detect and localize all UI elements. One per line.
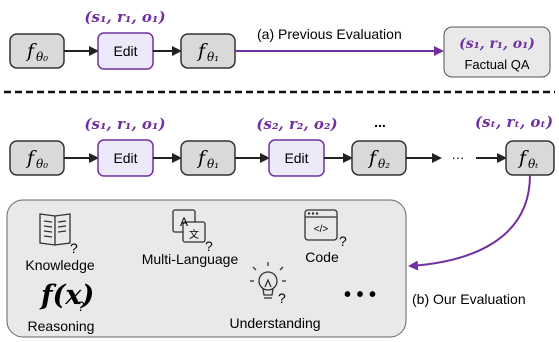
capability-knowledge: Knowledge <box>25 257 94 273</box>
model-box-theta1: f θ₁ <box>180 140 236 176</box>
model-theta2-sub: θ₂ <box>378 157 390 171</box>
capability-panel: ? Knowledge A 文 ? Multi-Language </> ? C… <box>6 199 407 338</box>
model-box-theta0: f θ₀ <box>9 140 65 176</box>
question-mark: ? <box>278 290 286 306</box>
f-symbol: f <box>367 147 379 169</box>
model-theta1-sub: θ₁ <box>207 157 219 171</box>
edit-label-top: Edit <box>113 43 137 59</box>
capability-understanding: Understanding <box>229 315 320 331</box>
f-symbol: f <box>517 147 529 169</box>
previous-eval-caption: (a) Previous Evaluation <box>257 26 402 42</box>
more-ellipsis: • • • <box>344 284 376 306</box>
model-theta0-sub: θ₀ <box>36 157 48 171</box>
edit-triple-top: (s₁, r₁, o₁) <box>84 8 165 26</box>
edit-triple-t: (sₜ, rₜ, oₜ) <box>475 113 553 131</box>
model-box-theta0-top: f θ₀ <box>9 33 65 69</box>
model-box-theta2: f θ₂ <box>351 140 407 176</box>
our-eval-arrow <box>408 174 531 271</box>
translate-glyph: 文 <box>189 228 199 241</box>
translate-icon: A 文 <box>172 209 206 243</box>
edit-label-1: Edit <box>113 150 137 166</box>
top-row: f θ₀ Edit (s₁, r₁, o₁) f θ₁ (a) Previous… <box>9 8 551 78</box>
edit-box-1: Edit <box>97 139 154 177</box>
question-mark: ? <box>339 233 347 249</box>
edit-box-2: Edit <box>268 139 325 177</box>
f-symbol: f <box>196 147 208 169</box>
f-symbol: f <box>196 40 208 62</box>
factual-qa-triple: (s₁, r₁, o₁) <box>459 36 535 52</box>
book-icon <box>39 213 71 246</box>
f-symbol: f <box>25 40 37 62</box>
capability-code: Code <box>305 249 339 265</box>
lightbulb-icon <box>250 262 286 299</box>
model-theta0-top-sub: θ₀ <box>36 50 48 64</box>
code-brackets: </> <box>314 224 329 235</box>
model-theta1-top-sub: θ₁ <box>207 50 219 64</box>
capability-reasoning: Reasoning <box>28 318 95 334</box>
edit-box-top: Edit <box>97 32 154 70</box>
f-symbol: f <box>25 147 37 169</box>
model-box-theta-t: f θₜ <box>505 140 555 176</box>
question-mark: ? <box>77 298 85 314</box>
model-theta-t-sub: θₜ <box>528 157 538 171</box>
factual-qa-box: (s₁, r₁, o₁) Factual QA <box>443 26 551 78</box>
function-icon: f(x) <box>39 280 94 311</box>
edit-triple-1: (s₁, r₁, o₁) <box>84 115 165 133</box>
edit-label-2: Edit <box>284 150 308 166</box>
code-window-icon: </> <box>304 209 338 241</box>
translate-letter: A <box>180 215 188 229</box>
capability-multi-language: Multi-Language <box>142 251 239 267</box>
edit-triple-2: (s₂, r₂, o₂) <box>256 115 337 133</box>
ellipsis-top: ... <box>374 114 386 130</box>
bottom-row: f θ₀ Edit (s₁, r₁, o₁) f θ₁ Edit (s₂, r₂… <box>9 113 555 307</box>
model-box-theta1-top: f θ₁ <box>180 33 236 69</box>
question-mark: ? <box>70 240 78 256</box>
ellipsis-mid: ··· <box>452 150 465 165</box>
our-eval-caption: (b) Our Evaluation <box>412 291 526 307</box>
factual-qa-label: Factual QA <box>464 57 529 72</box>
question-mark: ? <box>205 238 213 254</box>
